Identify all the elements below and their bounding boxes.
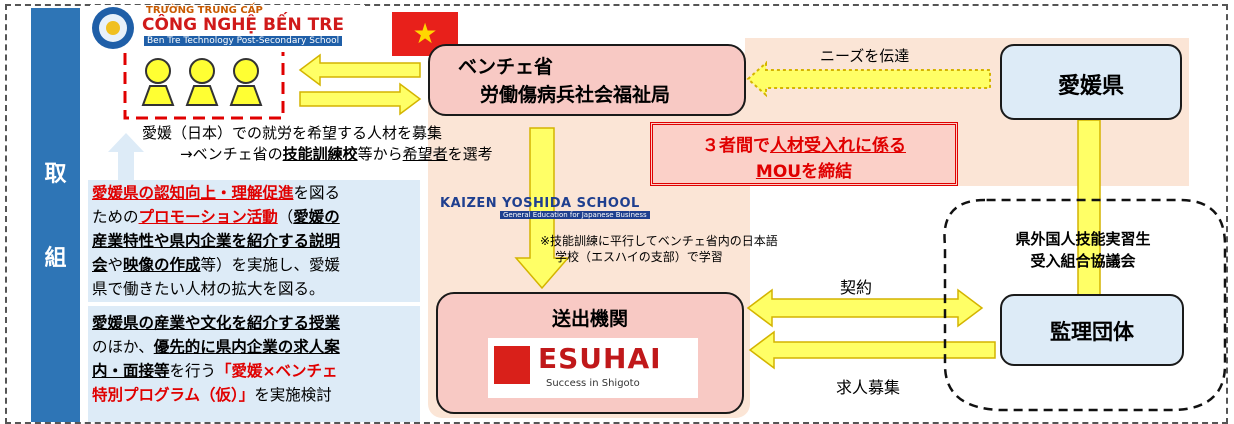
mou-box: ３者間で人材受入れに係る MOUを締結 (650, 122, 958, 186)
sidebar-char-2: 組 (44, 246, 67, 271)
arrow-down-ministry (514, 127, 570, 290)
ministry-box: ベンチェ省 労働傷病兵社会福祉局 (428, 44, 746, 116)
recruit-text-line-1: 愛媛（日本）での就労を希望する人材を募集 (142, 124, 443, 142)
contract-label: 契約 (840, 278, 873, 297)
person-icon (185, 58, 219, 106)
esuhai-emblem-icon (494, 346, 530, 384)
sending-org-title: 送出機関 (551, 308, 628, 330)
person-icon (229, 58, 263, 106)
arrow-up-promo (108, 133, 144, 180)
promo-text: 愛媛県の認知向上・理解促進を図る ためのプロモーション活動（愛媛の 産業特性や県… (92, 184, 341, 298)
sidebar-initiatives: 取 組 (31, 8, 80, 422)
vietnam-flag: ★ (392, 12, 458, 56)
ministry-line-1: ベンチェ省 (458, 56, 554, 78)
needs-label: ニーズを伝達 (820, 47, 910, 65)
school-logo-block: TRƯỜNG TRUNG CẤP CÔNG NGHỆ BẾN TRE Ben T… (90, 5, 365, 52)
council-title: 県外国人技能実習生 受入組合協議会 (1015, 230, 1151, 270)
school-english-name: Ben Tre Technology Post-Secondary School (144, 36, 343, 46)
person-icon (141, 58, 175, 106)
promotion-box: 愛媛県の認知向上・理解促進を図る ためのプロモーション活動（愛媛の 産業特性や県… (88, 180, 420, 302)
sidebar-char-1: 取 (44, 162, 67, 187)
mou-line-2: MOUを締結 (755, 162, 853, 182)
arrow-needs (746, 60, 991, 98)
training-note-line-1: ※技能訓練に平行してベンチェ省内の日本語 (540, 234, 778, 248)
supervising-org-box: 監理団体 (1000, 294, 1184, 366)
mou-line-1: ３者間で人材受入れに係る (702, 136, 906, 156)
ehime-label: 愛媛県 (1057, 74, 1124, 99)
esuhai-name: ESUHAI (538, 342, 662, 375)
supervising-org-label: 監理団体 (1050, 320, 1134, 344)
lesson-text: 愛媛県の産業や文化を紹介する授業 のほか、優先的に県内企業の求人案 内・面接等を… (92, 314, 341, 404)
school-name: CÔNG NGHỆ BẾN TRE (142, 15, 344, 35)
school-line-1: TRƯỜNG TRUNG CẤP (146, 5, 263, 16)
arrow-left-recruit (298, 53, 421, 87)
esuhai-tagline: Success in Shigoto (546, 378, 640, 389)
training-note-line-2: 学校（エスハイの支部）で学習 (555, 250, 723, 264)
kaizen-logo: KAIZEN YOSHIDA SCHOOL General Education … (440, 196, 655, 222)
arrow-contract (746, 288, 984, 328)
job-offers-label: 求人募集 (836, 378, 901, 397)
lesson-box: 愛媛県の産業や文化を紹介する授業 のほか、優先的に県内企業の求人案 内・面接等を… (88, 306, 420, 422)
kaizen-name: KAIZEN YOSHIDA SCHOOL (440, 196, 640, 211)
arrow-job-offers (748, 330, 996, 370)
kaizen-tagline: General Education for Japanese Business (500, 211, 650, 219)
recruit-text-line-2: →ベンチェ省の技能訓練校等から希望者を選考 (180, 145, 493, 163)
arrow-right-apply (299, 82, 422, 116)
flag-star-icon: ★ (412, 17, 438, 50)
sending-org-box: 送出機関 ESUHAI Success in Shigoto (436, 292, 744, 414)
school-emblem-icon (92, 7, 134, 49)
ehime-box: 愛媛県 (1000, 44, 1182, 120)
ministry-line-2: 労働傷病兵社会福祉局 (480, 84, 671, 106)
esuhai-logo: ESUHAI Success in Shigoto (488, 338, 698, 398)
